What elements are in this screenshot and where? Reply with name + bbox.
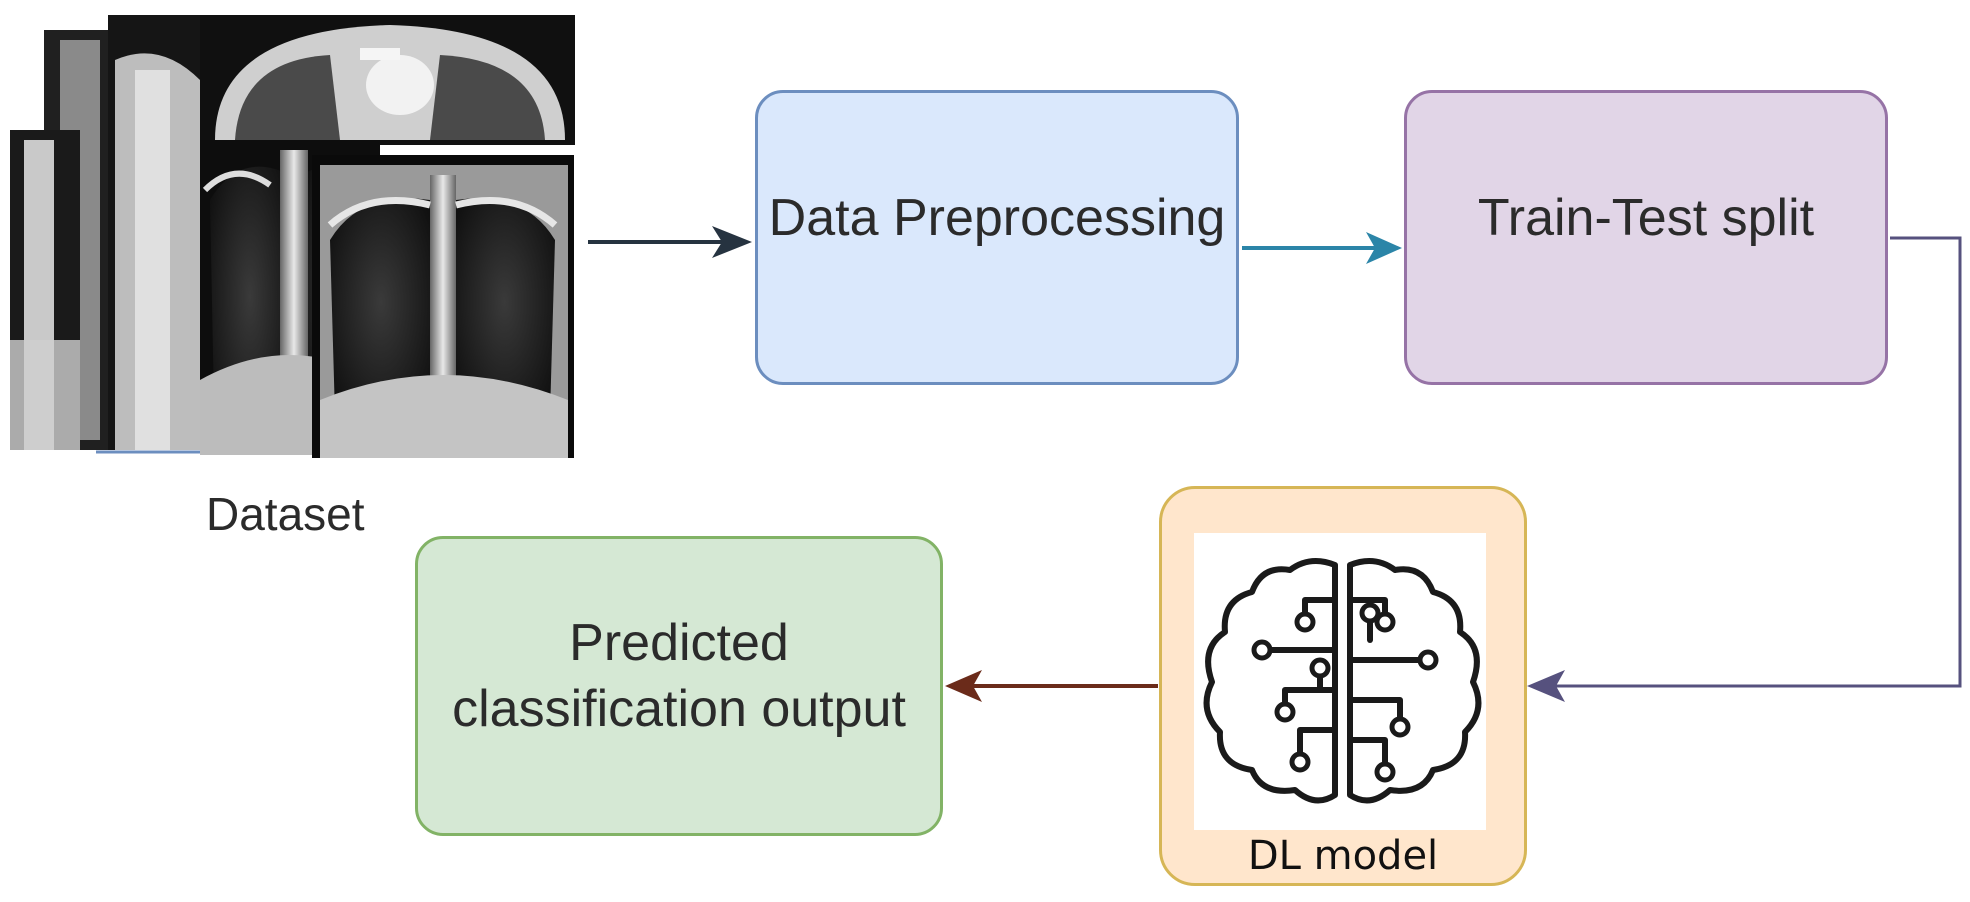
- xray-image: [312, 155, 574, 458]
- arrow-dataset-to-preprocessing: [588, 226, 752, 258]
- xray-image: [108, 15, 203, 450]
- train-test-split-step: Train-Test split: [1404, 90, 1888, 385]
- arrow-split-to-model: [1527, 236, 1962, 702]
- dl-model-icon-frame: [1194, 533, 1486, 830]
- arrow-model-to-output: [945, 670, 1158, 702]
- train-test-split-label: Train-Test split: [1477, 188, 1815, 247]
- data-preprocessing-label: Data Preprocessing: [768, 188, 1226, 247]
- dataset-label: Dataset: [206, 488, 365, 540]
- arrow-preprocessing-to-split: [1242, 232, 1402, 264]
- xray-image: [10, 30, 114, 450]
- data-preprocessing-step: Data Preprocessing: [755, 90, 1239, 385]
- predicted-output-label: Predicted classification output: [452, 614, 906, 738]
- predicted-output-step: Predicted classification output: [415, 536, 943, 836]
- ct-scan-image: [200, 15, 575, 145]
- dl-model-label: DL model: [1247, 833, 1439, 879]
